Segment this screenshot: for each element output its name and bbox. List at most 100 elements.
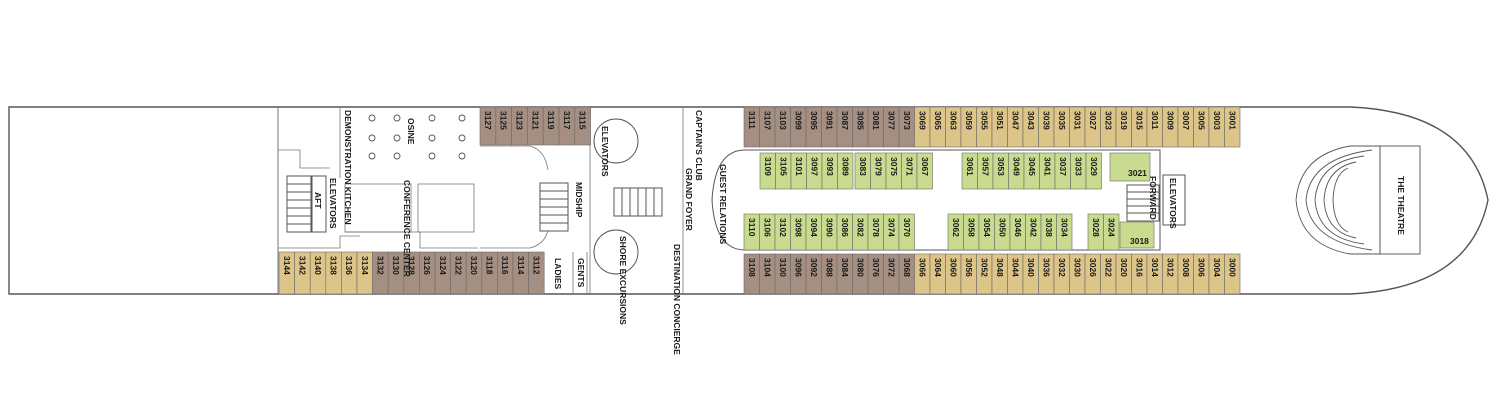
cabin-3056[interactable]: 3056 bbox=[960, 253, 977, 295]
cabin-3116[interactable]: 3116 bbox=[497, 251, 514, 295]
cabin-3125[interactable]: 3125 bbox=[495, 106, 512, 146]
cabin-3033[interactable]: 3033 bbox=[1070, 152, 1087, 190]
cabin-3039[interactable]: 3039 bbox=[1038, 106, 1055, 148]
cabin-3068[interactable]: 3068 bbox=[898, 253, 915, 295]
cabin-3122[interactable]: 3122 bbox=[450, 251, 467, 295]
cabin-3112[interactable]: 3112 bbox=[528, 251, 545, 295]
cabin-3085[interactable]: 3085 bbox=[852, 106, 869, 148]
cabin-3101[interactable]: 3101 bbox=[790, 152, 807, 190]
cabin-3009[interactable]: 3009 bbox=[1162, 106, 1179, 148]
cabin-3062[interactable]: 3062 bbox=[947, 213, 964, 251]
cabin-3119[interactable]: 3119 bbox=[542, 106, 560, 146]
cabin-3140[interactable]: 3140 bbox=[309, 251, 327, 295]
cabin-3123[interactable]: 3123 bbox=[511, 106, 528, 146]
cabin-3046[interactable]: 3046 bbox=[1009, 213, 1026, 251]
cabin-3082[interactable]: 3082 bbox=[852, 213, 869, 251]
cabin-3095[interactable]: 3095 bbox=[805, 106, 822, 148]
cabin-3136[interactable]: 3136 bbox=[341, 251, 358, 295]
cabin-3091[interactable]: 3091 bbox=[821, 106, 838, 148]
cabin-3000[interactable]: 3000 bbox=[1224, 253, 1241, 295]
cabin-3090[interactable]: 3090 bbox=[821, 213, 838, 251]
cabin-3026[interactable]: 3026 bbox=[1084, 253, 1101, 295]
cabin-3092[interactable]: 3092 bbox=[805, 253, 822, 295]
cabin-3015[interactable]: 3015 bbox=[1131, 106, 1148, 148]
cabin-3006[interactable]: 3006 bbox=[1193, 253, 1210, 295]
cabin-3132[interactable]: 3132 bbox=[372, 251, 389, 295]
cabin-3142[interactable]: 3142 bbox=[294, 251, 311, 295]
cabin-3077[interactable]: 3077 bbox=[883, 106, 900, 148]
cabin-3081[interactable]: 3081 bbox=[867, 106, 884, 148]
cabin-3038[interactable]: 3038 bbox=[1040, 213, 1057, 251]
cabin-3057[interactable]: 3057 bbox=[977, 152, 994, 190]
cabin-3072[interactable]: 3072 bbox=[883, 253, 900, 295]
cabin-3052[interactable]: 3052 bbox=[976, 253, 993, 295]
cabin-3117[interactable]: 3117 bbox=[558, 106, 576, 146]
cabin-3144[interactable]: 3144 bbox=[278, 251, 295, 295]
cabin-3022[interactable]: 3022 bbox=[1100, 253, 1117, 295]
cabin-3040[interactable]: 3040 bbox=[1022, 253, 1039, 295]
cabin-3029[interactable]: 3029 bbox=[1085, 152, 1102, 190]
cabin-3070[interactable]: 3070 bbox=[898, 213, 915, 251]
cabin-3059[interactable]: 3059 bbox=[960, 106, 977, 148]
cabin-3071[interactable]: 3071 bbox=[901, 152, 918, 190]
cabin-3121[interactable]: 3121 bbox=[527, 106, 544, 146]
cabin-3067[interactable]: 3067 bbox=[916, 152, 933, 190]
cabin-3047[interactable]: 3047 bbox=[1007, 106, 1024, 148]
cabin-3065[interactable]: 3065 bbox=[929, 106, 946, 148]
cabin-3042[interactable]: 3042 bbox=[1025, 213, 1042, 251]
cabin-3098[interactable]: 3098 bbox=[790, 213, 807, 251]
cabin-3005[interactable]: 3005 bbox=[1193, 106, 1210, 148]
cabin-3036[interactable]: 3036 bbox=[1038, 253, 1055, 295]
cabin-3097[interactable]: 3097 bbox=[806, 152, 823, 190]
cabin-3027[interactable]: 3027 bbox=[1084, 106, 1101, 148]
cabin-3103[interactable]: 3103 bbox=[774, 106, 791, 148]
cabin-3138[interactable]: 3138 bbox=[325, 251, 342, 295]
cabin-3050[interactable]: 3050 bbox=[994, 213, 1011, 251]
cabin-3096[interactable]: 3096 bbox=[790, 253, 807, 295]
cabin-3041[interactable]: 3041 bbox=[1039, 152, 1056, 190]
cabin-3014[interactable]: 3014 bbox=[1146, 253, 1163, 295]
cabin-3100[interactable]: 3100 bbox=[774, 253, 791, 295]
cabin-3073[interactable]: 3073 bbox=[898, 106, 915, 148]
cabin-3011[interactable]: 3011 bbox=[1146, 106, 1163, 148]
cabin-3089[interactable]: 3089 bbox=[837, 152, 854, 190]
cabin-3115[interactable]: 3115 bbox=[574, 106, 591, 146]
cabin-3086[interactable]: 3086 bbox=[836, 213, 853, 251]
cabin-3120[interactable]: 3120 bbox=[465, 251, 483, 295]
cabin-3045[interactable]: 3045 bbox=[1023, 152, 1040, 190]
cabin-3058[interactable]: 3058 bbox=[963, 213, 980, 251]
cabin-3064[interactable]: 3064 bbox=[929, 253, 946, 295]
cabin-3028[interactable]: 3028 bbox=[1087, 213, 1104, 251]
cabin-3061[interactable]: 3061 bbox=[961, 152, 978, 190]
cabin-3134[interactable]: 3134 bbox=[356, 251, 373, 295]
cabin-3020[interactable]: 3020 bbox=[1115, 253, 1132, 295]
cabin-3099[interactable]: 3099 bbox=[790, 106, 807, 148]
cabin-3053[interactable]: 3053 bbox=[992, 152, 1009, 190]
cabin-3075[interactable]: 3075 bbox=[885, 152, 902, 190]
cabin-3093[interactable]: 3093 bbox=[821, 152, 838, 190]
cabin-3118[interactable]: 3118 bbox=[481, 251, 498, 295]
cabin-3054[interactable]: 3054 bbox=[978, 213, 995, 251]
cabin-3083[interactable]: 3083 bbox=[854, 152, 871, 190]
cabin-3066[interactable]: 3066 bbox=[914, 253, 931, 295]
cabin-3084[interactable]: 3084 bbox=[836, 253, 853, 295]
cabin-3114[interactable]: 3114 bbox=[512, 251, 529, 295]
cabin-3043[interactable]: 3043 bbox=[1022, 106, 1039, 148]
cabin-3107[interactable]: 3107 bbox=[759, 106, 776, 148]
cabin-3051[interactable]: 3051 bbox=[991, 106, 1008, 148]
cabin-3018[interactable]: 3018 bbox=[1119, 221, 1155, 249]
cabin-3110[interactable]: 3110 bbox=[743, 213, 760, 251]
cabin-3102[interactable]: 3102 bbox=[774, 213, 791, 251]
cabin-3003[interactable]: 3003 bbox=[1208, 106, 1225, 148]
cabin-3034[interactable]: 3034 bbox=[1056, 213, 1073, 251]
cabin-3037[interactable]: 3037 bbox=[1054, 152, 1071, 190]
cabin-3048[interactable]: 3048 bbox=[991, 253, 1008, 295]
cabin-3094[interactable]: 3094 bbox=[805, 213, 822, 251]
cabin-3032[interactable]: 3032 bbox=[1053, 253, 1070, 295]
cabin-3063[interactable]: 3063 bbox=[945, 106, 962, 148]
cabin-3021[interactable]: 3021 bbox=[1109, 152, 1151, 182]
cabin-3105[interactable]: 3105 bbox=[775, 152, 792, 190]
cabin-3079[interactable]: 3079 bbox=[870, 152, 887, 190]
cabin-3023[interactable]: 3023 bbox=[1100, 106, 1117, 148]
cabin-3012[interactable]: 3012 bbox=[1162, 253, 1179, 295]
